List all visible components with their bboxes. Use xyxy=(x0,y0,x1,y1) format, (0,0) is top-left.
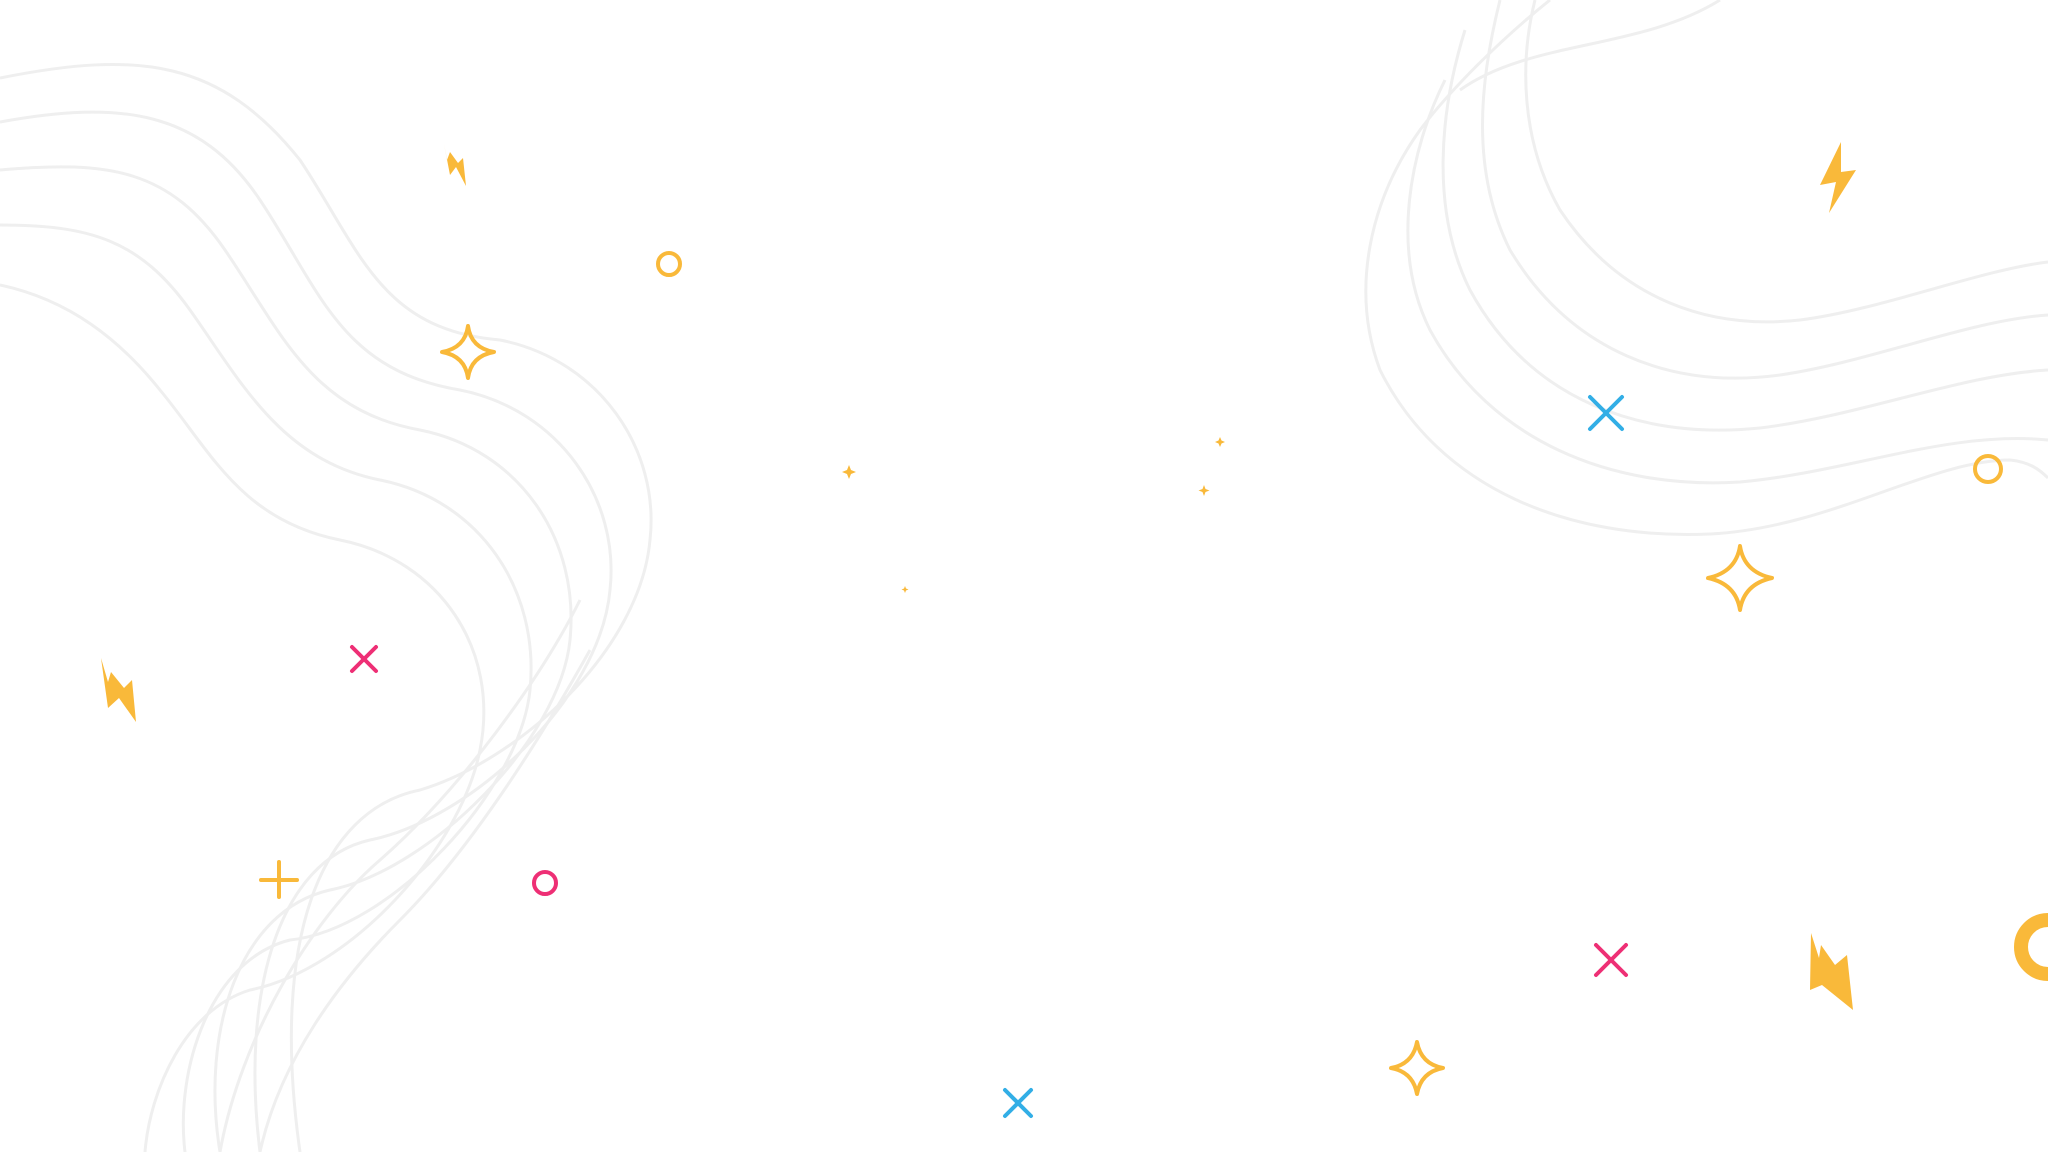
tiny-sparkles xyxy=(842,437,1225,593)
sparkles xyxy=(440,324,1774,1096)
right-contour-line xyxy=(1406,79,2048,485)
sparkle-icon xyxy=(842,465,856,479)
lightning-icon xyxy=(101,658,136,722)
left-contour-line xyxy=(258,649,592,1152)
cross-icon xyxy=(1594,943,1628,977)
ring-icon xyxy=(532,870,558,896)
lightning-icon xyxy=(1820,142,1856,213)
rings xyxy=(532,251,2048,981)
lightning-bolts xyxy=(101,142,1856,1010)
crosses xyxy=(350,395,1628,1118)
left-contour-line xyxy=(0,283,486,1152)
right-contour-line xyxy=(1481,0,2048,380)
left-contour-line xyxy=(0,110,613,1152)
left-contour-line xyxy=(0,165,573,1152)
right-contour-lines xyxy=(1364,0,2048,536)
lightning-icon xyxy=(1810,933,1853,1010)
sparkle-icon xyxy=(440,324,496,380)
sparkle-icon xyxy=(1706,544,1774,612)
right-contour-line xyxy=(1364,129,2048,536)
ring-icon xyxy=(2014,913,2048,981)
right-contour-line xyxy=(1441,29,2048,432)
ring-icon xyxy=(1973,454,2003,484)
sparkle-icon xyxy=(1389,1040,1445,1096)
sparkle-icon xyxy=(901,586,909,593)
plus-icon xyxy=(259,860,299,899)
ring-icon xyxy=(656,251,682,277)
right-contour-line xyxy=(1524,0,2048,324)
left-contour-line xyxy=(0,223,533,1152)
sparkle-icon xyxy=(1198,485,1210,496)
left-contour-line xyxy=(0,62,653,1152)
left-contour-line xyxy=(218,599,582,1152)
sparkle-icon xyxy=(1215,437,1225,447)
right-contour-line xyxy=(1418,0,1551,131)
right-contour-line xyxy=(1459,0,1721,92)
cross-icon xyxy=(350,645,378,673)
left-contour-lines xyxy=(0,62,653,1152)
cross-icon xyxy=(1003,1088,1033,1118)
lightning-icon xyxy=(444,144,466,186)
cross-icon xyxy=(1588,395,1624,431)
